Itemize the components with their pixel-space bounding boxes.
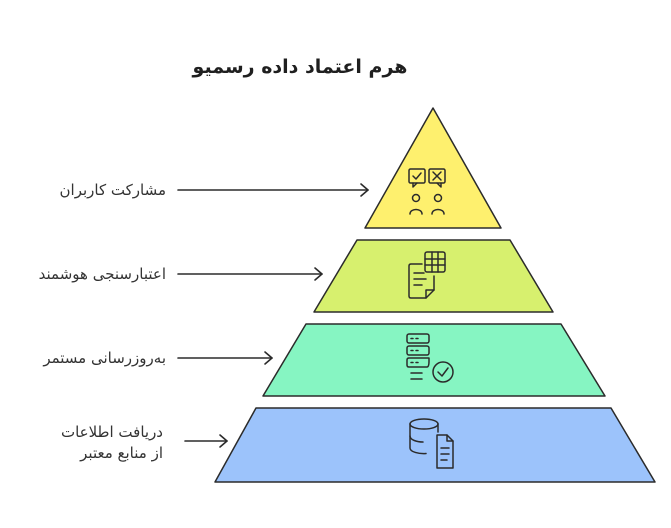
user-feedback-icon bbox=[408, 168, 446, 215]
pyramid-layer-top bbox=[364, 107, 502, 229]
pyramid-layer-base bbox=[214, 407, 656, 483]
label-smart-validation: اعتبارسنجی هوشمند bbox=[38, 265, 166, 283]
arrow-layer-base bbox=[184, 434, 228, 448]
arrow-layer-second bbox=[177, 267, 323, 281]
diagram-title: هرم اعتماد داده رسمیو bbox=[192, 56, 408, 78]
database-document-icon bbox=[409, 418, 454, 469]
document-table-icon bbox=[408, 251, 446, 299]
label-user-participation: مشارکت کاربران bbox=[59, 181, 166, 199]
pyramid-layer-third bbox=[262, 323, 606, 397]
label-trusted-sources: دریافت اطلاعات از منابع معتبر bbox=[60, 423, 163, 462]
label-continuous-update: به‌روزرسانی مستمر bbox=[43, 349, 166, 367]
arrow-layer-top bbox=[177, 183, 369, 197]
arrow-layer-third bbox=[177, 351, 273, 365]
server-check-icon bbox=[406, 333, 454, 383]
